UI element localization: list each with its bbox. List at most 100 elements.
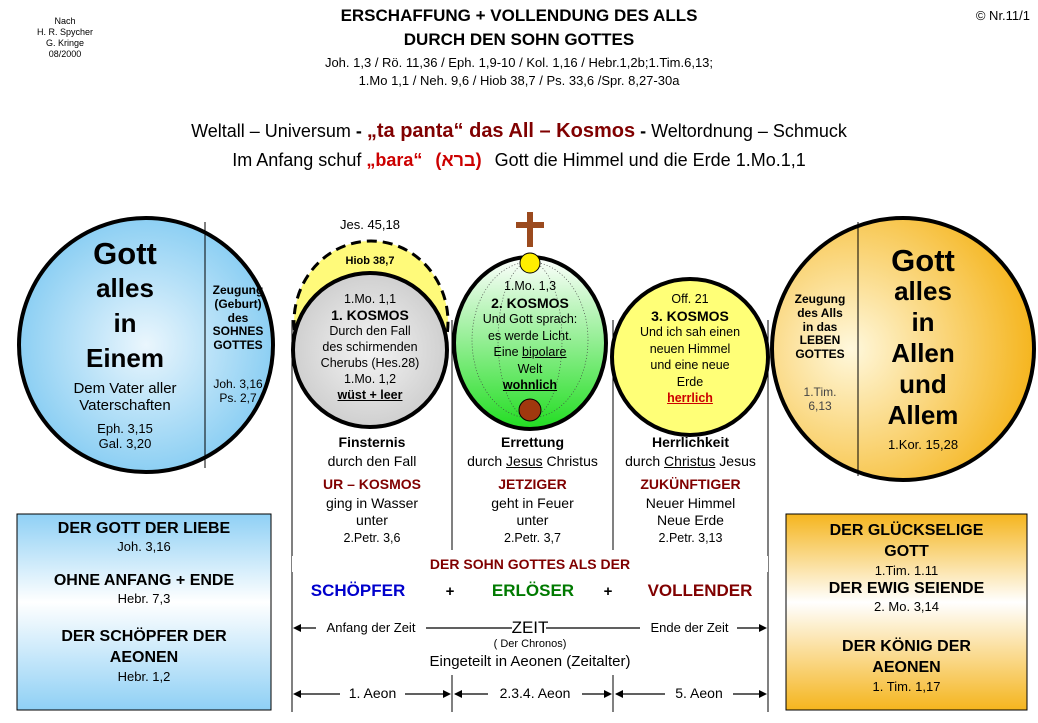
credit-line: G. Kringe	[45, 38, 85, 48]
text: OHNE ANFANG + ENDE	[53, 572, 235, 589]
text: GOTTES	[213, 338, 263, 353]
time-end: Ende der Zeit	[650, 620, 729, 635]
page-subtitle: DURCH DEN SOHN GOTTES	[403, 30, 635, 49]
cross-icon	[516, 212, 544, 247]
text: es werde Licht.	[487, 328, 573, 343]
dome-label: Hiob 38,7	[345, 255, 395, 267]
text: 1.Tim. 1.11	[874, 563, 939, 578]
text: Eph. 3,15	[97, 421, 153, 436]
headline-1: Weltall – Universum - „ta panta“ das All…	[0, 120, 1038, 143]
role-completer: VOLLENDER	[647, 581, 753, 600]
text: Durch den Fall	[329, 324, 411, 338]
text: unter	[356, 512, 388, 528]
kosmos1-circle	[291, 271, 449, 429]
page-number: © Nr.11/1	[975, 8, 1030, 23]
text: unter	[516, 512, 549, 528]
text: JETZIGER	[498, 476, 567, 492]
text: Vaterschaften	[79, 397, 171, 415]
right-box	[785, 513, 1028, 711]
hebrew-bara: (ברא)	[435, 150, 482, 170]
text: SOHNES	[212, 324, 264, 339]
credit-line: 08/2000	[48, 49, 82, 59]
text: 2. Mo. 3,14	[873, 599, 940, 614]
sun-icon	[519, 252, 541, 274]
text: 3. KOSMOS	[651, 307, 729, 324]
text: Und ich sah einen	[639, 325, 741, 339]
text: und eine neue	[650, 358, 730, 372]
credit-line: Nach	[54, 16, 76, 26]
text: Neue Erde	[657, 512, 724, 528]
text: ZUKÜNFTIGER	[640, 476, 741, 492]
text: Jesus	[715, 453, 756, 469]
text: 2.Petr. 3,6	[343, 531, 401, 545]
kosmos3-circle	[610, 277, 770, 437]
left-circle	[17, 216, 275, 474]
right-circle-side-refs: 1.Tim.6,13	[780, 385, 860, 414]
son-title: DER SOHN GOTTES ALS DER	[292, 556, 768, 572]
time-label: ZEIT	[511, 618, 549, 637]
text: Cherubs (Hes.28)	[320, 356, 420, 370]
right-circle	[770, 216, 1036, 482]
text: GOTT	[884, 543, 929, 560]
text: durch	[467, 453, 507, 469]
text: 1.Mo. 1,2	[343, 372, 397, 386]
text: DER GOTT DER LIEBE	[57, 520, 231, 537]
text: Errettung	[501, 434, 564, 450]
plus: +	[603, 583, 613, 600]
text: Allem	[887, 400, 959, 430]
text: ging in Wasser	[325, 495, 419, 511]
text: Und Gott sprach:	[482, 312, 578, 326]
text: Jesus	[506, 453, 543, 469]
text: GOTTES	[795, 347, 845, 362]
plus: +	[445, 583, 455, 600]
time-start: Anfang der Zeit	[316, 620, 426, 635]
text: Ps. 2,7	[219, 390, 257, 405]
timeline-arrows	[295, 627, 765, 695]
text: des Alls	[797, 305, 843, 320]
text: in das	[802, 319, 838, 334]
text: AEONEN	[109, 649, 179, 666]
text: Christus	[664, 453, 716, 469]
text: -	[355, 121, 362, 141]
text: Gott	[891, 243, 955, 278]
role-redeemer: ERLÖSER	[491, 581, 575, 600]
text: Gott die Himmel und die Erde 1.Mo.1,1	[494, 150, 806, 170]
text: Joh. 3,16	[213, 377, 263, 391]
text: 1.Mo. 1,1	[343, 292, 397, 306]
text: DER GLÜCKSELIGE	[829, 522, 984, 539]
aeon-5: 5. Aeon	[675, 685, 723, 701]
text: 6,13	[808, 398, 832, 413]
text: 2.Petr. 3,7	[504, 531, 561, 545]
text: Erde	[676, 374, 704, 389]
text: LEBEN	[799, 333, 841, 348]
text: Dem Vater aller	[73, 380, 177, 397]
credit-line: H. R. Spycher	[36, 27, 94, 37]
text: DER EWIG SEIENDE	[828, 580, 985, 597]
text: wüst + leer	[337, 388, 403, 402]
chronos: ( Der Chronos)	[493, 638, 567, 650]
text: Zeugung	[212, 283, 264, 297]
text: AEONEN	[872, 659, 941, 676]
page-title: ERSCHAFFUNG + VOLLENDUNG DES ALLS	[340, 6, 698, 25]
text: und	[899, 369, 947, 399]
text: -	[640, 121, 647, 141]
text: des schirmenden	[322, 340, 418, 354]
right-box-text: DER GLÜCKSELIGE GOTT 1.Tim. 1.11 DER EWIG …	[786, 521, 1027, 695]
text: UR – KOSMOS	[322, 476, 421, 492]
left-box	[16, 513, 272, 711]
text: durch	[625, 453, 665, 469]
text: (Geburt)	[214, 296, 262, 311]
text: Weltall – Universum	[191, 121, 351, 141]
headline-2: Im Anfang schuf „bara“ (ברא) Gott die Hi…	[0, 150, 1038, 171]
text: des	[227, 310, 249, 325]
